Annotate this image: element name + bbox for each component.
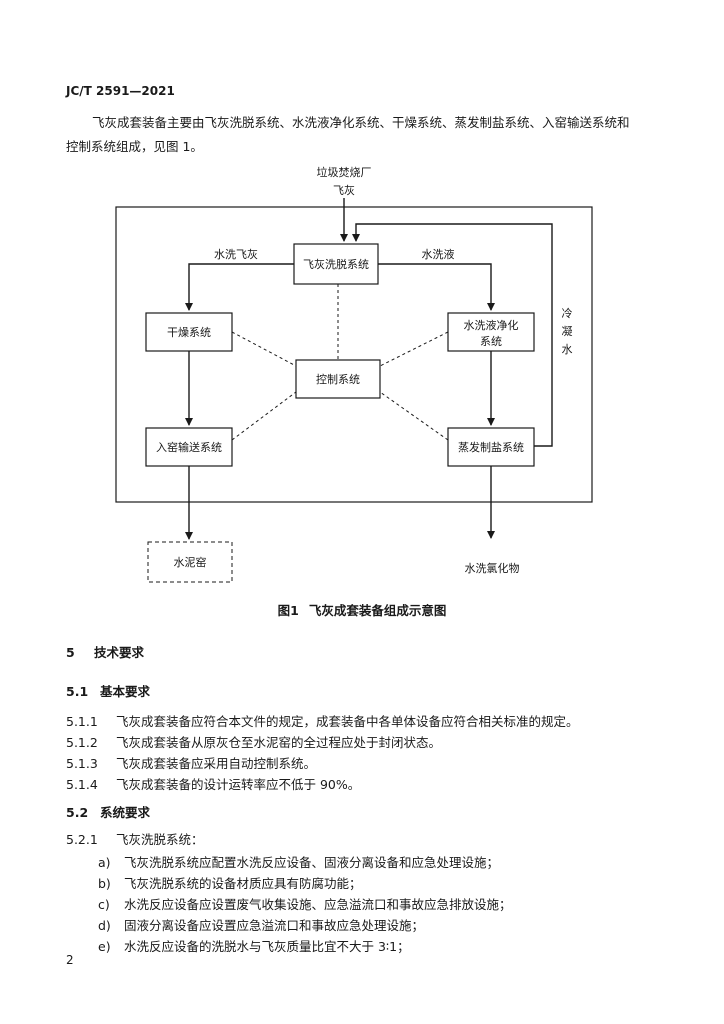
clause-text: 飞灰成套装备从原灰仓至水泥窑的全过程应处于封闭状态。	[116, 735, 442, 750]
purification-system-label-line2: 系统	[480, 335, 502, 348]
clause-5-1-1: 5.1.1 飞灰成套装备应符合本文件的规定，成套装备中各单体设备应符合相关标准的规…	[66, 711, 579, 730]
sub-item-text: 水洗反应设备应设置废气收集设施、应急溢流口和事故应急排放设施；	[124, 897, 512, 912]
kiln-feed-system-box	[145, 427, 233, 467]
sub-item-letter: b)	[98, 876, 111, 891]
page-number: 2	[66, 953, 74, 967]
washed-ash-label: 水洗飞灰	[214, 247, 258, 261]
sub-item-letter: c)	[98, 897, 110, 912]
sub-item-d: d) 固液分离设备应设置应急溢流口和事故应急处理设施；	[98, 915, 424, 934]
clause-number: 5.1.4	[66, 777, 98, 792]
intro-line-1: 飞灰成套装备主要由飞灰洗脱系统、水洗液净化系统、干燥系统、蒸发制盐系统、入窑输送…	[92, 115, 630, 130]
clause-text: 飞灰成套装备应符合本文件的规定，成套装备中各单体设备应符合相关标准的规定。	[116, 714, 579, 729]
sub-item-letter: d)	[98, 918, 111, 933]
sub-item-text: 飞灰洗脱系统应配置水洗反应设备、固液分离设备和应急处理设施；	[124, 855, 500, 870]
section-title: 基本要求	[100, 684, 151, 699]
washed-ash-arrow	[185, 263, 294, 311]
sub-item-c: c) 水洗反应设备应设置废气收集设施、应急溢流口和事故应急排放设施；	[98, 894, 512, 913]
control-link-evaporation	[379, 391, 449, 441]
cement-kiln-box	[147, 541, 233, 583]
control-link-kiln-feed	[231, 391, 297, 441]
sub-item-text: 飞灰洗脱系统的设备材质应具有防腐功能；	[124, 876, 362, 891]
control-link-drying	[231, 331, 297, 367]
system-composition-diagram: 垃圾焚烧厂 飞灰 飞灰洗脱系统 干燥系统 水洗液净化 系统 控制系统 入窑输送系…	[115, 165, 593, 583]
cement-kiln-label: 水泥窑	[174, 555, 207, 569]
washing-system-label: 飞灰洗脱系统	[303, 257, 369, 271]
section-title: 系统要求	[100, 805, 151, 820]
condensate-label-char3: 水	[562, 343, 573, 356]
washing-system-box	[293, 243, 379, 285]
clause-text: 飞灰成套装备应采用自动控制系统。	[116, 756, 317, 771]
sub-item-a: a) 飞灰洗脱系统应配置水洗反应设备、固液分离设备和应急处理设施；	[98, 852, 499, 871]
condensate-return-arrow	[352, 223, 553, 447]
section-heading-5: 5 技术要求	[66, 642, 144, 661]
clause-5-1-2: 5.1.2 飞灰成套装备从原灰仓至水泥窑的全过程应处于封闭状态。	[66, 732, 441, 751]
clause-number: 5.2.1	[66, 832, 98, 847]
section-heading-5-1: 5.1 基本要求	[66, 681, 150, 700]
purification-system-label-line1: 水洗液净化	[464, 318, 519, 332]
figure-caption-number: 图1	[277, 603, 299, 618]
equipment-enclosure-frame	[115, 206, 593, 503]
wash-liquid-label: 水洗液	[422, 247, 455, 261]
section-number: 5	[66, 645, 75, 660]
evaporation-system-box	[447, 427, 535, 467]
source-label-incineration-plant: 垃圾焚烧厂	[317, 165, 372, 179]
condensate-label-char2: 凝	[562, 324, 573, 338]
intro-paragraph: 飞灰成套装备主要由飞灰洗脱系统、水洗液净化系统、干燥系统、蒸发制盐系统、入窑输送…	[66, 111, 666, 159]
source-label-fly-ash: 飞灰	[333, 183, 355, 197]
section-heading-5-2: 5.2 系统要求	[66, 802, 150, 821]
clause-number: 5.1.1	[66, 714, 98, 729]
clause-number: 5.1.2	[66, 735, 98, 750]
intro-line-2: 控制系统组成，见图 1。	[66, 139, 203, 154]
sub-item-b: b) 飞灰洗脱系统的设备材质应具有防腐功能；	[98, 873, 362, 892]
control-system-label: 控制系统	[316, 372, 360, 386]
drying-system-label: 干燥系统	[167, 326, 211, 339]
document-code-header: JC/T 2591—2021	[66, 84, 175, 98]
clause-text: 飞灰成套装备的设计运转率应不低于 90%。	[116, 777, 361, 792]
clause-number: 5.1.3	[66, 756, 98, 771]
control-system-box	[295, 359, 381, 399]
section-title: 技术要求	[94, 645, 145, 660]
condensate-label-char1: 冷	[562, 307, 573, 320]
control-link-purify	[379, 331, 449, 367]
sub-item-letter: e)	[98, 939, 111, 954]
figure-caption: 图1 飞灰成套装备组成示意图	[0, 600, 724, 619]
clause-5-2-1: 5.2.1 飞灰洗脱系统：	[66, 829, 204, 848]
wash-liquid-arrow	[378, 263, 495, 311]
clause-5-1-3: 5.1.3 飞灰成套装备应采用自动控制系统。	[66, 753, 316, 772]
sub-item-letter: a)	[98, 855, 111, 870]
evaporation-system-label: 蒸发制盐系统	[458, 440, 524, 454]
drying-system-box	[145, 312, 233, 352]
section-number: 5.1	[66, 684, 89, 699]
figure-caption-title: 飞灰成套装备组成示意图	[308, 603, 447, 618]
sub-item-text: 水洗反应设备的洗脱水与飞灰质量比宜不大于 3∶1；	[124, 939, 410, 954]
kiln-feed-system-label: 入窑输送系统	[156, 440, 222, 454]
chloride-output-label: 水洗氯化物	[465, 561, 520, 575]
sub-item-text: 固液分离设备应设置应急溢流口和事故应急处理设施；	[124, 918, 425, 933]
section-number: 5.2	[66, 805, 89, 820]
clause-text: 飞灰洗脱系统：	[116, 832, 204, 847]
sub-item-e: e) 水洗反应设备的洗脱水与飞灰质量比宜不大于 3∶1；	[98, 936, 410, 955]
clause-5-1-4: 5.1.4 飞灰成套装备的设计运转率应不低于 90%。	[66, 774, 360, 793]
